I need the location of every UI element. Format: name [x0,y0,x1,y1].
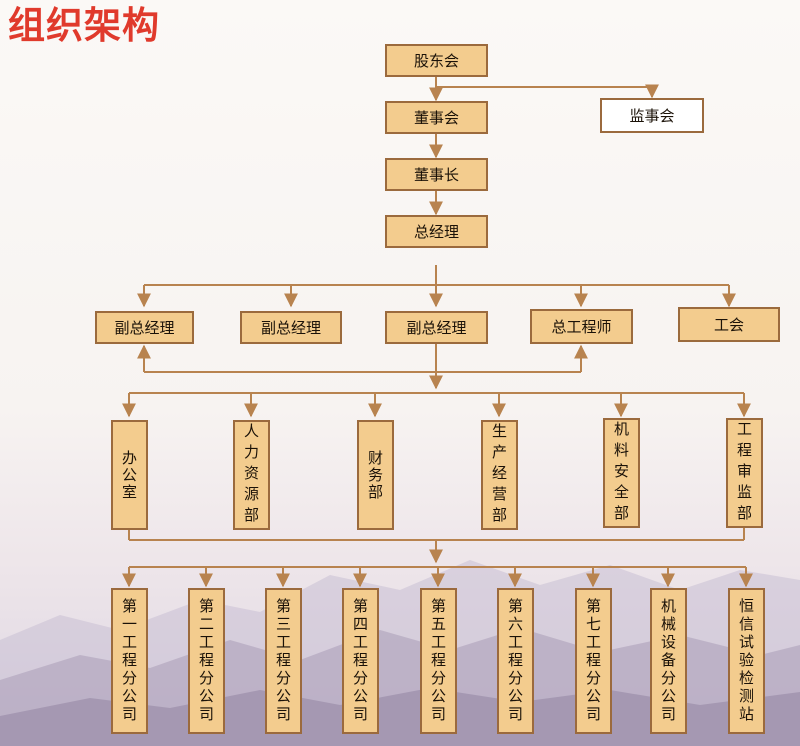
department-materials-safety: 机料安全部 [603,418,640,528]
department-audit: 工程审监部 [726,418,763,528]
chief-engineer-box: 总工程师 [530,309,633,344]
department-production: 生产经营部 [481,420,518,530]
branch-2: 第二工程分公司 [188,588,225,734]
deputy-gm-box-3: 副总经理 [385,311,488,344]
deputy-gm-box-2: 副总经理 [240,311,342,344]
department-finance: 财务部 [357,420,394,530]
branch-4: 第四工程分公司 [342,588,379,734]
union-box: 工会 [678,307,780,342]
supervisors-box: 监事会 [600,98,704,133]
branch-1: 第一工程分公司 [111,588,148,734]
branch-testing-station: 恒信试验检测站 [728,588,765,734]
deputy-gm-box-1: 副总经理 [95,311,194,344]
board-box: 董事会 [385,101,488,134]
shareholders-box: 股东会 [385,44,488,77]
branch-3: 第三工程分公司 [265,588,302,734]
branch-7: 第七工程分公司 [575,588,612,734]
department-office: 办公室 [111,420,148,530]
branch-6: 第六工程分公司 [497,588,534,734]
branch-machinery: 机械设备分公司 [650,588,687,734]
connector-lines [122,77,753,588]
branch-5: 第五工程分公司 [420,588,457,734]
department-hr: 人力资源部 [233,420,270,530]
general-manager-box: 总经理 [385,215,488,248]
chairman-box: 董事长 [385,158,488,191]
page-title: 组织架构 [8,4,160,47]
